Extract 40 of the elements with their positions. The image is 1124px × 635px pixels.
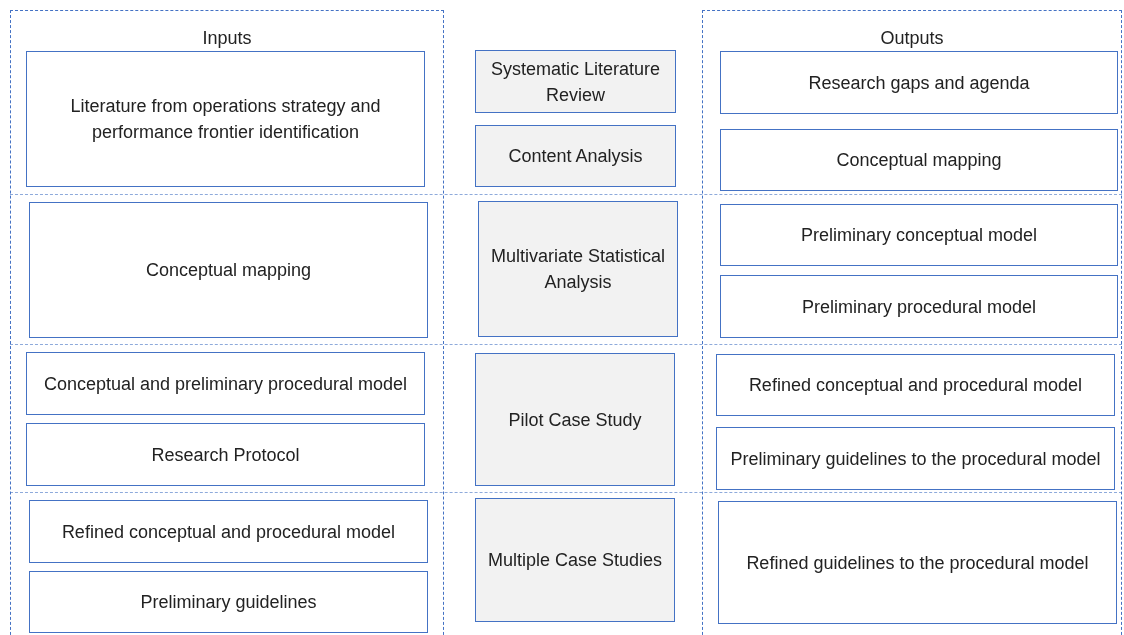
box-text: Content Analysis xyxy=(508,145,643,168)
column-heading: Inputs xyxy=(201,28,253,49)
box-text: Pilot Case Study xyxy=(508,408,642,432)
text-box xyxy=(26,423,425,486)
box-text: Refined guidelines to the procedural model xyxy=(746,551,1089,575)
method-box xyxy=(478,201,678,337)
box-text: Systematic Literature Review xyxy=(489,57,662,107)
box-text: Preliminary guidelines to the procedural model xyxy=(730,447,1101,471)
method-box xyxy=(475,498,675,622)
text-box xyxy=(26,352,425,415)
box-text: Preliminary procedural model xyxy=(801,295,1037,319)
box-text: Multiple Case Studies xyxy=(487,549,663,572)
box-text: Refined conceptual and procedural model xyxy=(748,374,1083,397)
text-box xyxy=(720,129,1118,191)
box-text: Research Protocol xyxy=(151,443,300,467)
box-text: Refined conceptual and procedural model xyxy=(61,520,396,544)
text-box xyxy=(718,501,1117,624)
box-text: Research gaps and agenda xyxy=(808,71,1030,95)
column-heading: Outputs xyxy=(879,28,945,49)
text-box xyxy=(29,571,428,633)
text-box xyxy=(29,202,428,338)
method-box xyxy=(475,353,675,486)
text-box xyxy=(716,354,1115,416)
box-text: Conceptual mapping xyxy=(145,259,312,282)
text-box xyxy=(720,275,1118,338)
text-box xyxy=(720,204,1118,266)
text-box xyxy=(26,51,425,187)
dashed-column-frame xyxy=(702,10,1122,635)
box-text: Conceptual and preliminary procedural model xyxy=(43,372,408,396)
box-text: Literature from operations strategy and performance frontier identification xyxy=(69,95,382,144)
dashed-column-frame xyxy=(10,10,444,635)
text-box xyxy=(29,500,428,563)
box-text: Multivariate Statistical Analysis xyxy=(489,245,667,294)
box-text: Conceptual mapping xyxy=(836,149,1002,172)
method-box xyxy=(475,125,676,187)
text-box xyxy=(720,51,1118,114)
box-text: Preliminary conceptual model xyxy=(800,224,1038,247)
box-text: Preliminary guidelines xyxy=(140,591,317,614)
text-box xyxy=(716,427,1115,490)
method-box xyxy=(475,50,676,113)
